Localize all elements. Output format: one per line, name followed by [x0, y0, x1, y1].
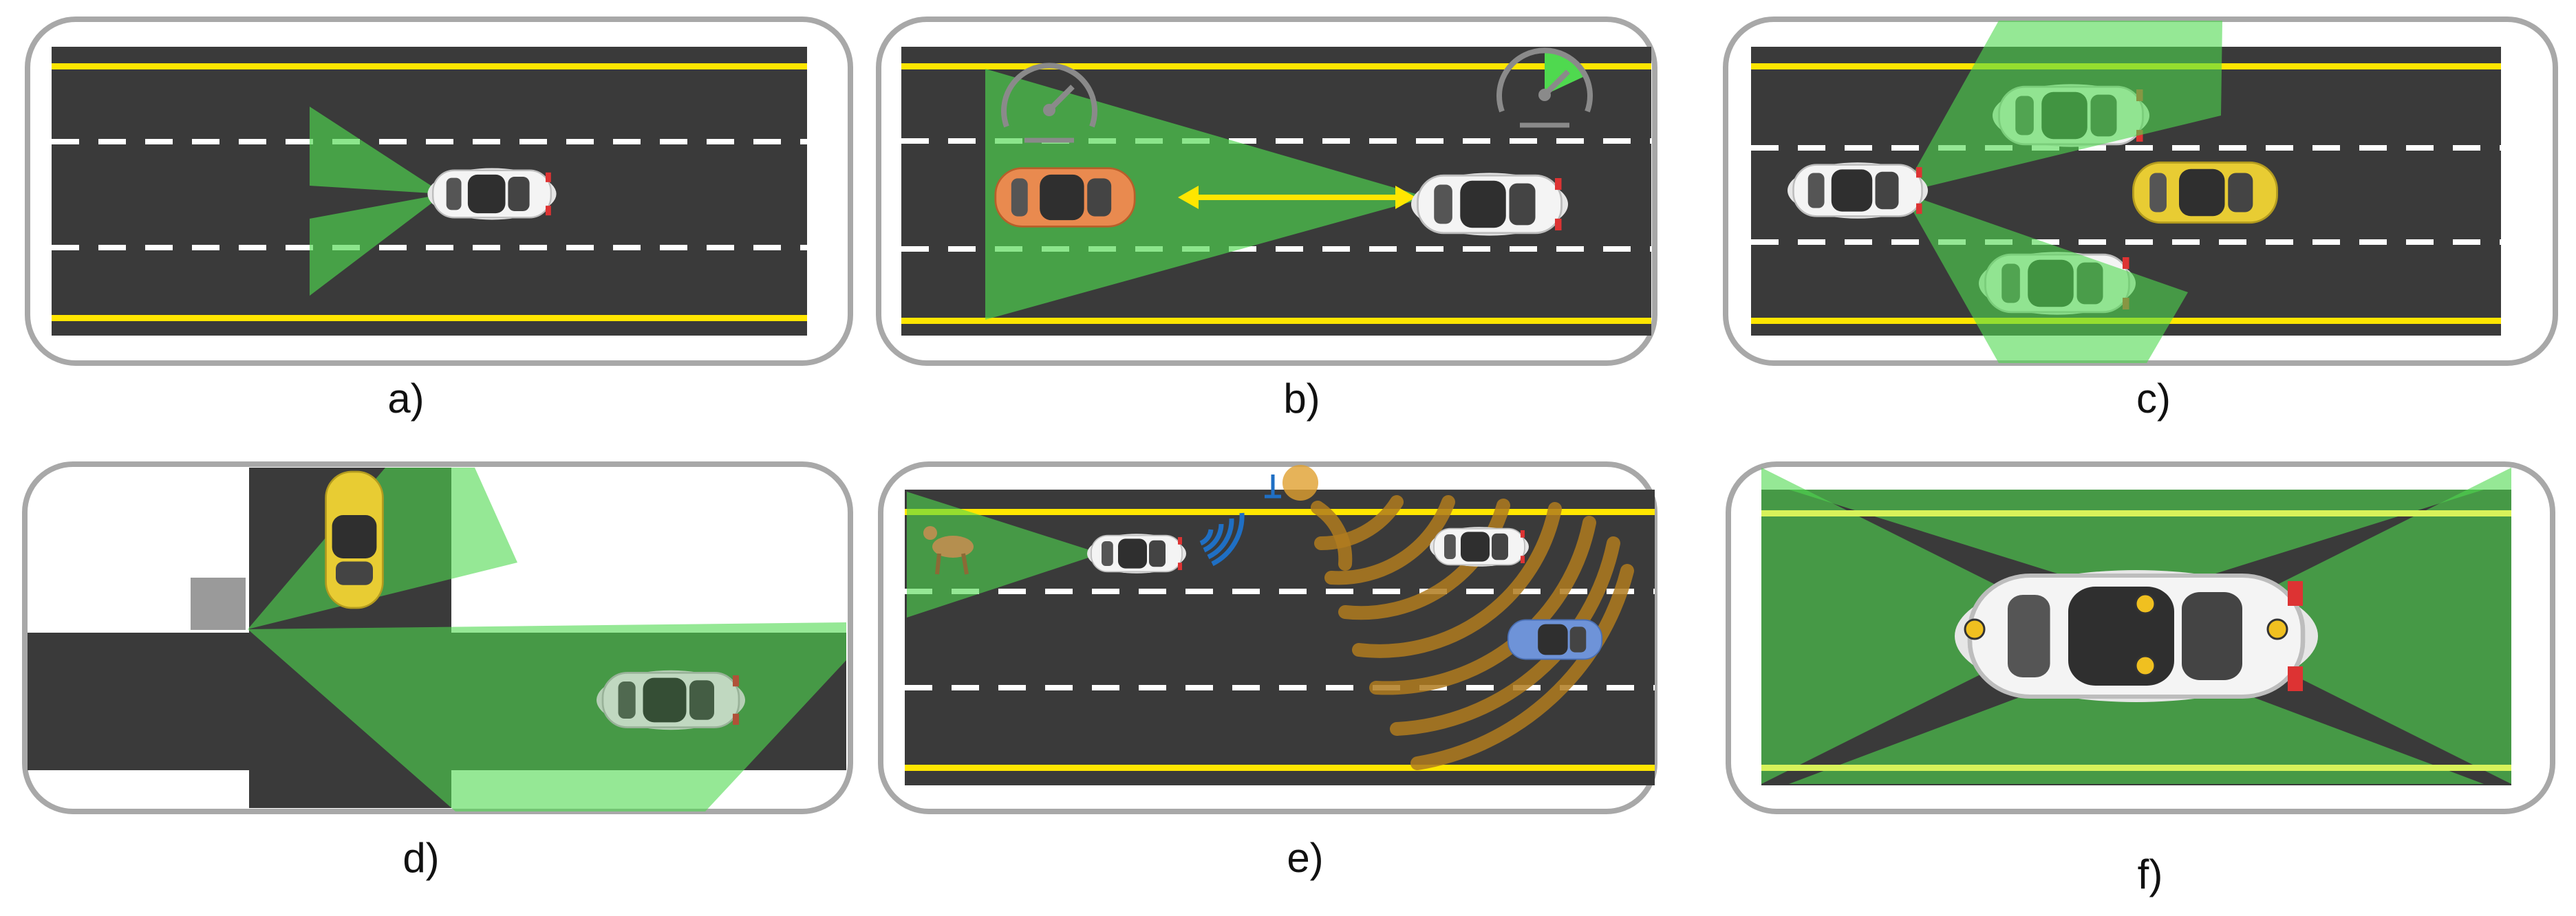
sensor-cone	[310, 194, 444, 296]
sensor-cone	[1789, 653, 2484, 784]
ego-car-icon	[427, 167, 557, 221]
obstacle-block-icon	[191, 578, 246, 630]
panel-d	[22, 461, 853, 814]
yellow-line-top	[901, 63, 1651, 69]
car-icon	[595, 669, 747, 731]
panel-label-e: e)	[1287, 835, 1323, 881]
yellow-car-icon	[2132, 161, 2278, 224]
panel-a	[25, 17, 853, 366]
deer-icon	[923, 526, 974, 575]
yellow-line-top	[1761, 510, 2511, 516]
wifi-signal-icon	[1199, 512, 1245, 567]
panel-label-c: c)	[2136, 375, 2171, 422]
yellow-line-top	[905, 509, 1655, 515]
sensor-cone	[310, 107, 444, 194]
sensor-cone	[1761, 468, 2078, 784]
yellow-line-bottom	[52, 315, 807, 321]
ego-car-icon	[1086, 533, 1187, 574]
lead-car-icon	[994, 167, 1136, 228]
ego-car-icon	[1786, 161, 1929, 220]
sensor-cone	[1902, 193, 2188, 363]
yellow-line-bottom	[901, 318, 1651, 324]
blue-car-icon	[1507, 619, 1603, 660]
panel-label-a: a)	[387, 375, 424, 422]
sensor-icon	[1964, 593, 2288, 677]
yellow-line-bottom	[1761, 765, 2511, 771]
ego-car-icon	[1410, 171, 1569, 237]
car-icon	[1429, 526, 1530, 567]
yellow-line-top	[52, 63, 807, 69]
sensor-cone	[248, 622, 846, 811]
panel-label-d: d)	[402, 835, 439, 881]
speedometer-icon	[1499, 50, 1590, 125]
panel-f	[1726, 461, 2555, 814]
panel-label-f: f)	[2138, 851, 2163, 897]
antenna-icon	[1265, 475, 1281, 499]
sensor-cone	[985, 69, 1428, 320]
yellow-car-icon	[325, 470, 384, 609]
sensor-cone	[2195, 468, 2511, 784]
sensor-cone	[907, 492, 1101, 618]
sensor-cone	[1789, 490, 2484, 598]
panel-c	[1723, 17, 2558, 366]
panel-label-b: b)	[1283, 375, 1320, 422]
double-arrow-icon	[1178, 186, 1416, 209]
ego-car-icon	[1955, 570, 2318, 702]
panel-b	[876, 17, 1657, 366]
sensor-cone	[1902, 21, 2222, 193]
yellow-line-bottom	[905, 765, 1655, 771]
sensor-icon	[1282, 465, 1318, 501]
panel-e	[878, 461, 1657, 814]
